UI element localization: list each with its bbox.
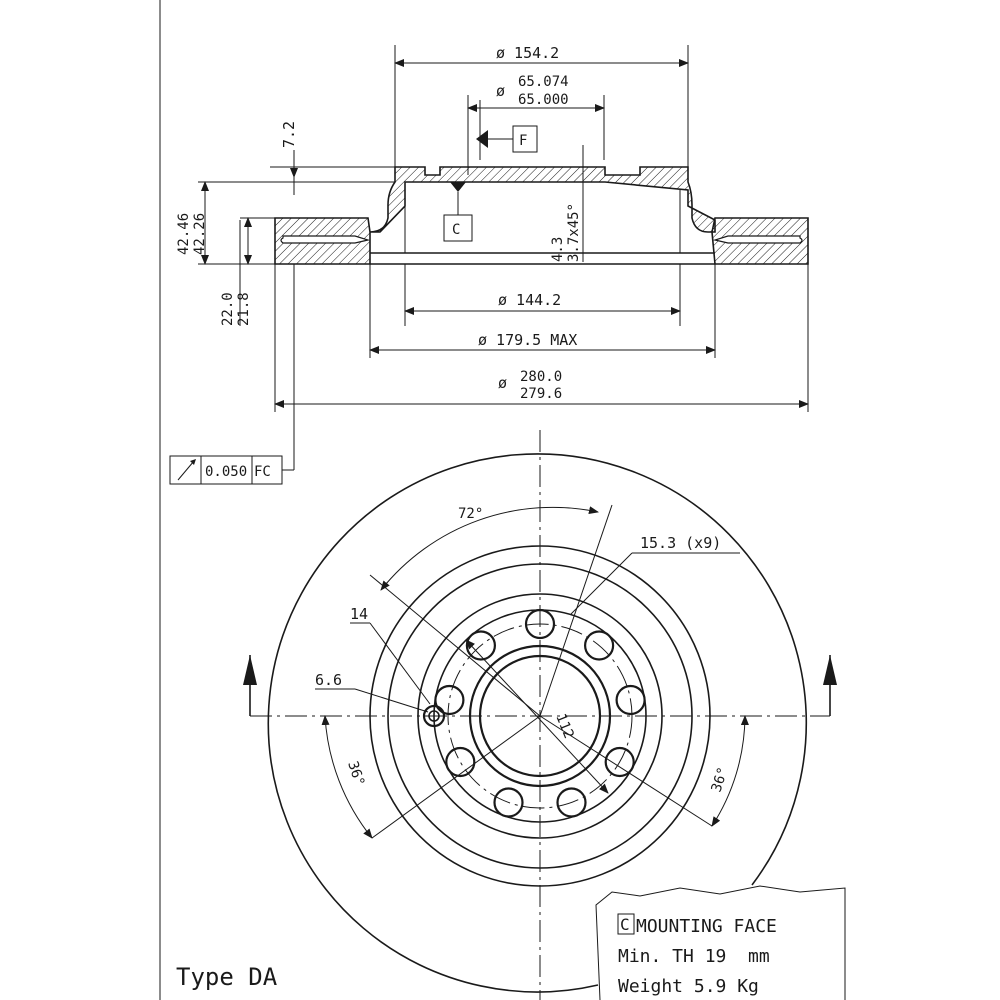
section-view: ø 154.2 65.074 ø 65.000 F 7.2 42.46 42.2…: [169, 44, 809, 485]
datum-f: F: [519, 133, 527, 149]
dim-chamfer-2: 3.7x45°: [566, 203, 582, 262]
notes-box: C MOUNTING FACE Min. TH 19 mm Weight 5.9…: [595, 885, 846, 1000]
angle-36-left: 36°: [344, 759, 367, 788]
hole-dia-count: 15.3 (x9): [640, 534, 721, 552]
dim-bore-min: 65.000: [518, 92, 569, 108]
dim-154-2: ø 154.2: [496, 44, 559, 62]
svg-text:ø: ø: [498, 374, 507, 392]
angle-36-right: 36°: [709, 765, 732, 794]
weight: Weight 5.9 Kg: [618, 976, 759, 997]
datum-c-note: C: [620, 915, 630, 934]
tolerance-datum: FC: [254, 464, 271, 480]
dim-6-6: 6.6: [315, 671, 342, 689]
dim-7-2: 7.2: [280, 121, 298, 148]
disc-outer-circle: [267, 453, 808, 993]
dim-thickness-min: 21.8: [236, 292, 252, 326]
bolt-hole: [615, 684, 646, 716]
dim-144-2: ø 144.2: [498, 291, 561, 309]
bolt-hole: [434, 684, 465, 716]
dim-thickness-max: 22.0: [220, 292, 236, 326]
mounting-face: MOUNTING FACE: [636, 916, 777, 937]
dim-height-max: 42.46: [176, 213, 192, 255]
tolerance-value: 0.050: [205, 464, 247, 480]
datum-c: C: [452, 222, 460, 238]
runout-icon: [177, 460, 195, 481]
dim-14: 14: [350, 605, 368, 623]
dim-bore-max: 65.074: [518, 74, 569, 90]
dim-height-min: 42.26: [192, 213, 208, 255]
pcd-circle: [447, 623, 633, 809]
hat-section: [369, 166, 716, 233]
dim-chamfer-1: 4.3: [550, 237, 566, 262]
dim-179-5: ø 179.5 MAX: [478, 331, 577, 349]
dim-bore-symbol: ø: [496, 82, 505, 100]
dim-279-6: 279.6: [520, 386, 562, 402]
section-arrow-left: [243, 655, 257, 685]
front-view: 72° 15.3 (x9) 14 6.6 112 36° 36°: [243, 430, 837, 1000]
type-label: Type DA: [176, 963, 278, 991]
min-thickness: Min. TH 19 mm: [618, 946, 770, 967]
dim-280-0: 280.0: [520, 369, 562, 385]
angle-72: 72°: [458, 506, 483, 522]
locator-hole: [422, 704, 446, 728]
tolerance-frame: 0.050 FC: [169, 455, 283, 485]
section-arrow-right: [823, 655, 837, 685]
bolt-hole: [445, 746, 476, 778]
bolt-hole: [524, 608, 556, 640]
